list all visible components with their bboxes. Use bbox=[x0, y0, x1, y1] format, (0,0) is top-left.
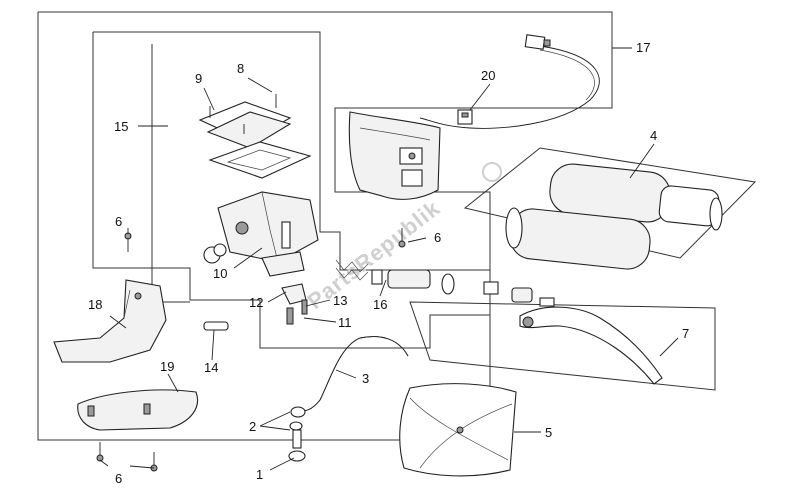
callout-6-bottom: 6 bbox=[115, 471, 122, 486]
callout-labels: 1 2 3 4 5 6 6 6 7 8 9 10 11 12 13 14 15 … bbox=[88, 40, 689, 486]
callout-11: 11 bbox=[338, 315, 352, 330]
callout-6-mid: 6 bbox=[434, 230, 441, 245]
callout-17: 17 bbox=[636, 40, 650, 55]
switch-housing bbox=[348, 111, 441, 200]
master-cylinder bbox=[198, 94, 319, 325]
callout-9: 9 bbox=[195, 71, 202, 86]
callout-2: 2 bbox=[249, 419, 256, 434]
callout-4: 4 bbox=[650, 128, 657, 143]
leader-lines bbox=[99, 47, 679, 471]
part-17-cable bbox=[419, 34, 600, 129]
part-18-bracket bbox=[53, 279, 167, 363]
part-19-lower-cover bbox=[77, 389, 198, 431]
screws-6 bbox=[96, 228, 406, 472]
callout-18: 18 bbox=[88, 297, 102, 312]
callout-5: 5 bbox=[545, 425, 552, 440]
callout-7: 7 bbox=[682, 326, 689, 341]
callout-16: 16 bbox=[373, 297, 387, 312]
outer-frame bbox=[37, 11, 613, 441]
callout-6-left: 6 bbox=[115, 214, 122, 229]
callout-12: 12 bbox=[249, 295, 263, 310]
part-20-switch bbox=[457, 109, 473, 125]
part-14-pin bbox=[203, 321, 229, 331]
part-7-lever bbox=[519, 297, 663, 385]
callout-1: 1 bbox=[256, 467, 263, 482]
callout-14: 14 bbox=[204, 360, 218, 375]
watermark-gear-icon bbox=[482, 162, 502, 182]
callout-3: 3 bbox=[362, 371, 369, 386]
part-3-hose bbox=[288, 336, 409, 462]
callout-13: 13 bbox=[333, 293, 347, 308]
callout-15: 15 bbox=[114, 119, 128, 134]
lever-frame bbox=[409, 301, 716, 391]
part-16-piston-kit bbox=[335, 259, 533, 303]
callout-10: 10 bbox=[213, 266, 227, 281]
callout-8: 8 bbox=[237, 61, 244, 76]
callout-20: 20 bbox=[481, 68, 495, 83]
part-5-cover bbox=[399, 383, 517, 477]
master-cylinder-frame bbox=[92, 31, 491, 349]
callout-19: 19 bbox=[160, 359, 174, 374]
inner-frame-15 bbox=[151, 44, 190, 303]
part-4-grips bbox=[505, 163, 723, 270]
